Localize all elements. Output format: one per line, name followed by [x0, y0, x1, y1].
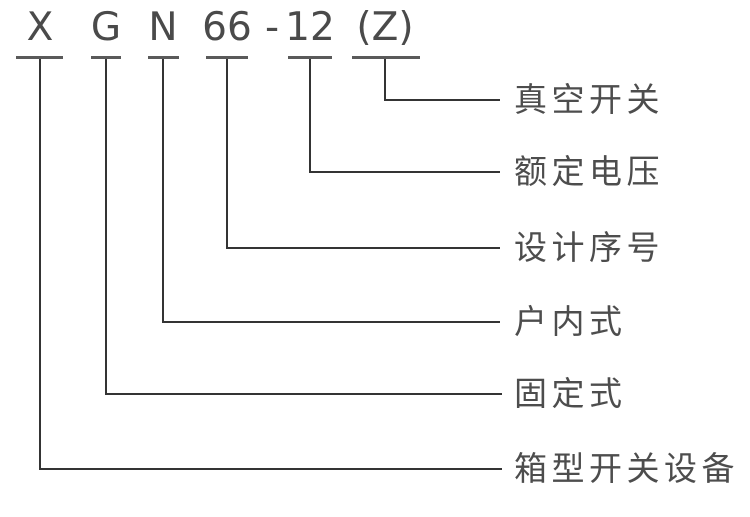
callout-line-switchgear-vertical	[39, 59, 41, 470]
code-segment-series: 66	[202, 5, 252, 50]
callout-line-vacuum-horizontal	[384, 99, 500, 101]
underline-voltage	[288, 56, 332, 59]
callout-label-fixed-type: 固定式	[514, 374, 627, 413]
code-segment-fixed: G	[90, 5, 122, 50]
underline-indoor	[148, 56, 179, 59]
callout-line-fixed-vertical	[105, 59, 107, 395]
callout-line-voltage-vertical	[309, 59, 311, 173]
code-segment-voltage: 12	[285, 5, 335, 50]
callout-line-indoor-vertical	[162, 59, 164, 323]
code-segment-vacuum: (Z)	[356, 5, 414, 50]
code-segment-indoor: N	[148, 5, 178, 50]
underline-enclosure	[16, 56, 63, 59]
callout-line-indoor-horizontal	[162, 321, 500, 323]
underline-vacuum	[352, 56, 420, 59]
callout-line-series-horizontal	[226, 247, 500, 249]
callout-label-vacuum-switch: 真空开关	[514, 80, 664, 119]
underline-series	[206, 56, 248, 59]
code-separator-hyphen: -	[264, 5, 280, 50]
callout-line-voltage-horizontal	[309, 171, 500, 173]
callout-line-fixed-horizontal	[105, 393, 502, 395]
callout-label-box-switchgear: 箱型开关设备	[514, 449, 739, 488]
callout-line-vacuum-vertical	[384, 59, 386, 101]
callout-label-indoor-type: 户内式	[514, 302, 627, 341]
callout-line-series-vertical	[226, 59, 228, 249]
underline-fixed	[91, 56, 121, 59]
callout-label-rated-voltage: 额定电压	[514, 152, 664, 191]
code-segment-enclosure: X	[26, 5, 54, 50]
callout-label-design-serial: 设计序号	[514, 228, 664, 267]
callout-line-switchgear-horizontal	[39, 468, 502, 470]
